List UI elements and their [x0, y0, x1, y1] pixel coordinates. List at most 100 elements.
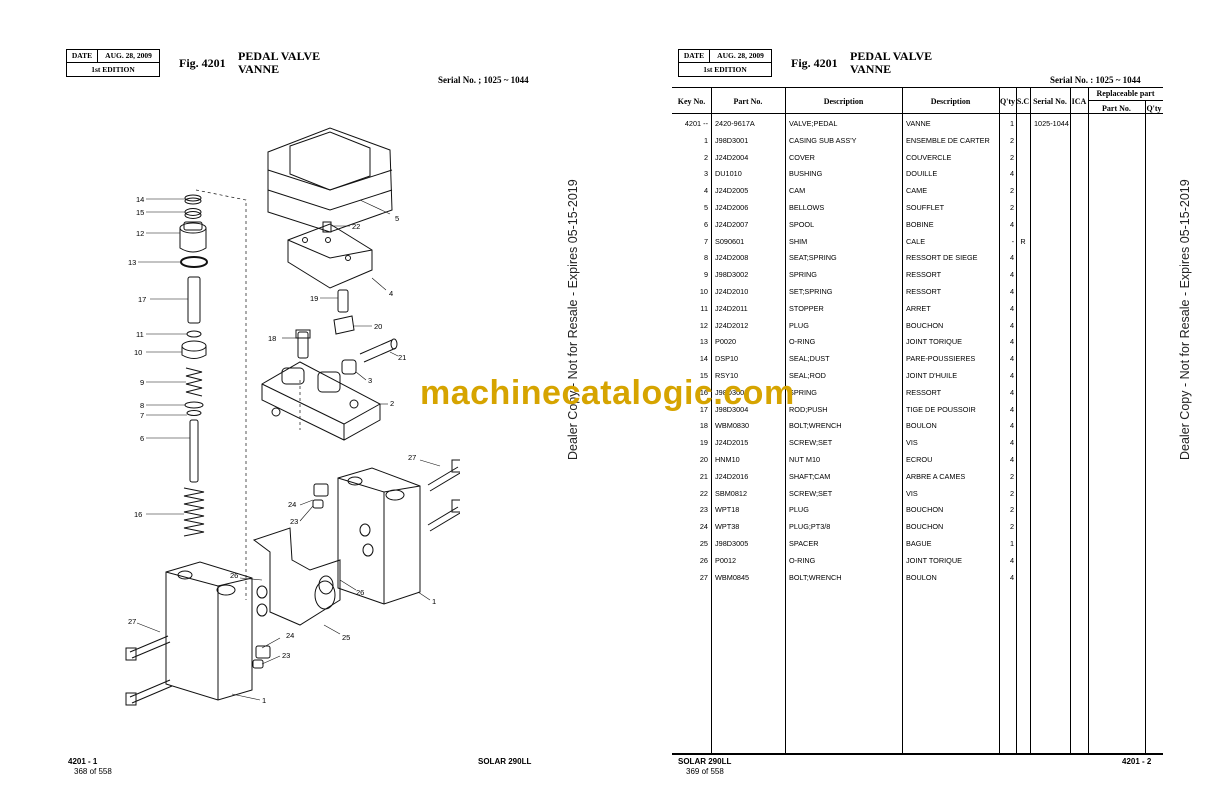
callout-label: 11 — [136, 330, 144, 339]
cell-desc: PLUG — [789, 320, 809, 330]
callout-label: 15 — [136, 208, 144, 217]
cell-key: 21 — [699, 471, 708, 481]
cell-key: 2 — [703, 152, 708, 162]
callout-label: 23 — [290, 517, 298, 526]
callout-label: 17 — [138, 295, 146, 304]
cell-qty: 2 — [1009, 522, 1014, 532]
cell-key: 13 — [699, 337, 708, 347]
cell-desc: SHIM — [789, 236, 808, 246]
callout-label: 26 — [356, 588, 364, 597]
cell-qty: 1 — [1009, 119, 1014, 128]
cell-qty: 4 — [1009, 270, 1014, 280]
callout-label: 12 — [136, 229, 144, 238]
cell-part: J98D3002 — [715, 270, 749, 280]
cell-qty: 2 — [1009, 135, 1014, 145]
cell-desc: BUSHING — [789, 169, 823, 179]
cell-desc-fr: BOUCHON — [906, 320, 944, 330]
date-label: DATE — [679, 50, 710, 62]
cell-desc-fr: BAGUE — [906, 539, 932, 548]
callout-label: 10 — [134, 348, 142, 357]
cell-key: 15 — [699, 371, 708, 380]
cell-key: 1 — [703, 135, 708, 145]
right-fig-number: Fig. 4201 — [791, 56, 838, 70]
parts-table: Key No. Part No. Description Description… — [672, 87, 1163, 755]
date-label: DATE — [67, 50, 98, 62]
left-footer-section: 4201 - 1 — [68, 757, 98, 766]
cell-qty: 4 — [1009, 354, 1014, 364]
cell-qty: 4 — [1009, 219, 1014, 229]
cell-desc: O-RING — [789, 555, 816, 565]
cell-key: 5 — [703, 203, 708, 212]
cell-key: 26 — [699, 555, 708, 565]
cell-desc-fr: JOINT TORIQUE — [906, 555, 962, 565]
cell-qty: 4 — [1009, 337, 1014, 347]
callout-label: 20 — [374, 322, 382, 331]
cell-part: J24D2012 — [715, 320, 749, 330]
cell-part: J24D2010 — [715, 287, 749, 296]
cell-part: 2420-9617A — [715, 119, 755, 128]
callout-label: 26 — [230, 571, 238, 580]
cell-qty: 2 — [1009, 505, 1014, 515]
cell-desc: COVER — [789, 152, 815, 162]
callout-label: 2 — [390, 399, 394, 408]
cell-desc: VALVE;PEDAL — [789, 119, 838, 128]
edition-label: 1st EDITION — [703, 65, 747, 74]
header-key-no: Key No. — [677, 97, 706, 106]
cell-desc: STOPPER — [789, 303, 824, 313]
cell-desc-fr: RESSORT DE SIEGE — [906, 253, 978, 263]
cell-key: 10 — [699, 287, 708, 296]
cell-desc: SHAFT;CAM — [789, 471, 831, 481]
cell-qty: - — [1011, 236, 1014, 246]
cell-key: 24 — [699, 522, 708, 532]
header-qty: Q'ty — [999, 97, 1016, 106]
cell-part: J24D2006 — [715, 203, 749, 212]
right-footer-model: SOLAR 290LL — [678, 757, 732, 766]
callout-label: 16 — [134, 510, 142, 519]
date-value: AUG. 28, 2009 — [717, 51, 764, 60]
cell-desc-fr: ECROU — [906, 455, 933, 464]
callout-label: 25 — [342, 633, 350, 642]
cell-key: 27 — [699, 572, 708, 582]
callout-label: 1 — [262, 696, 266, 705]
cell-part: HNM10 — [715, 455, 740, 464]
cell-desc-fr: CALE — [906, 236, 926, 246]
right-title: PEDAL VALVE VANNE — [850, 50, 932, 76]
right-date-box: DATE AUG. 28, 2009 1st EDITION — [678, 49, 772, 77]
cell-desc-fr: VIS — [906, 488, 918, 498]
cell-desc-fr: BOUCHON — [906, 522, 944, 532]
header-description: Description — [823, 97, 864, 106]
title-line-2: VANNE — [238, 62, 280, 76]
cell-part: J24D2005 — [715, 186, 749, 196]
cell-key: 11 — [700, 303, 708, 313]
cell-part: J24D2004 — [715, 152, 749, 162]
callout-label: 13 — [128, 258, 136, 267]
cell-qty: 1 — [1009, 539, 1014, 548]
cell-key: 16 — [699, 387, 708, 397]
cell-qty: 4 — [1009, 404, 1014, 414]
callout-label: 14 — [136, 195, 144, 204]
cell-key: 22 — [699, 488, 708, 498]
date-value: AUG. 28, 2009 — [105, 51, 152, 60]
cell-part: DSP10 — [715, 354, 739, 364]
header-ica: ICA — [1071, 97, 1087, 106]
cell-desc-fr: COUVERCLE — [906, 152, 952, 162]
cell-qty: 4 — [1009, 387, 1014, 397]
cell-desc: SEAL;DUST — [789, 354, 830, 364]
cell-part: S090601 — [715, 236, 745, 246]
cell-key: 23 — [699, 505, 708, 515]
callout-label: 22 — [352, 222, 360, 231]
cell-desc: SEAL;ROD — [789, 371, 826, 380]
right-footer-section: 4201 - 2 — [1122, 757, 1152, 766]
cell-desc: BOLT;WRENCH — [789, 421, 842, 431]
dealer-watermark-right: Dealer Copy - Not for Resale - Expires 0… — [1178, 179, 1192, 460]
cell-desc-fr: VANNE — [906, 119, 931, 128]
